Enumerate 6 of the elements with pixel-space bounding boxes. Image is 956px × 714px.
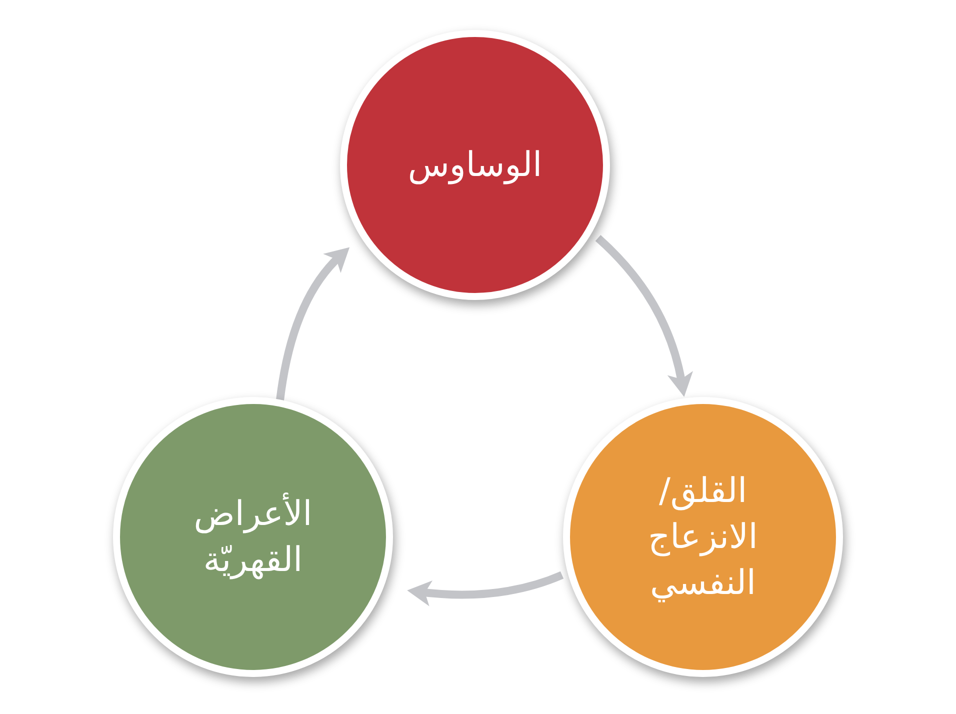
arrow xyxy=(595,235,693,397)
arrow xyxy=(276,246,350,401)
node-label: القلق/ الانزعاج النفسي xyxy=(647,470,759,605)
arrow xyxy=(407,571,564,606)
node-label: الأعراض القهريّة xyxy=(192,492,314,582)
node-label: الوساوس xyxy=(408,144,542,187)
